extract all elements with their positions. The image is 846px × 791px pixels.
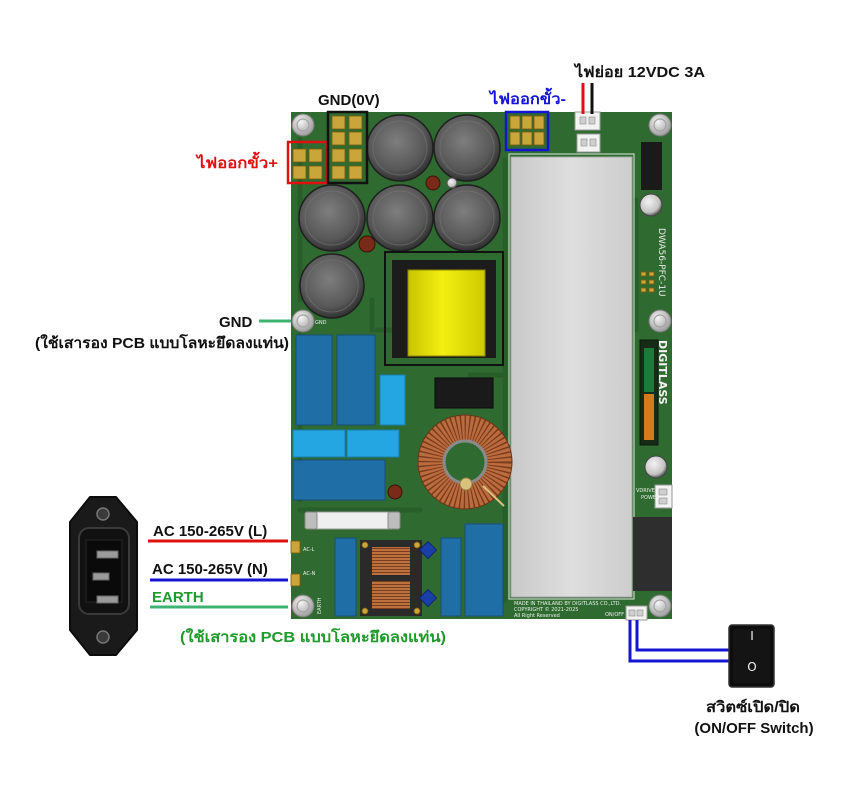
switch-on-mark: I <box>750 629 754 643</box>
film-capacitor <box>295 334 333 426</box>
silk-made-in: MADE IN THAILAND BY DIGITLASS CO.,LTD. <box>514 601 622 607</box>
switch-connector <box>625 605 648 621</box>
bulk-capacitor <box>366 184 434 252</box>
silk-vdrive: VDRIVE <box>636 488 655 494</box>
heatsink-silk-outline <box>508 153 635 600</box>
small-capacitor <box>446 177 458 189</box>
led-bar <box>639 339 659 446</box>
silk-ac-l: AC-L <box>303 547 315 553</box>
switch-wire-outer <box>628 620 729 663</box>
solder-pad <box>459 477 473 491</box>
silk-power: POWER <box>641 495 660 501</box>
output-positive-terminals <box>286 140 329 185</box>
aux-power-connector <box>574 111 601 131</box>
inlet-pin-earth <box>92 572 110 581</box>
ac-line-label: AC 150-265V (L) <box>153 523 267 540</box>
mounting-hole-top-left <box>291 113 315 137</box>
transformer <box>384 251 504 366</box>
silk-ac-n: AC-N <box>303 571 316 577</box>
film-capacitor <box>292 459 386 501</box>
mounting-hole-earth <box>291 594 315 618</box>
y-capacitor <box>418 588 438 608</box>
wires <box>148 83 729 663</box>
mounting-holes <box>291 113 672 618</box>
mounting-hole-top-right <box>648 113 672 137</box>
bulk-capacitor <box>298 184 366 252</box>
silk-copyright: COPYRIGHT © 2021-2025 <box>514 606 578 613</box>
vdrive-connector <box>654 484 673 509</box>
gnd-label: GND <box>219 314 253 331</box>
film-capacitor <box>440 537 462 617</box>
small-capacitor <box>425 175 441 191</box>
switch-label-en: (ON/OFF Switch) <box>694 720 813 737</box>
silk-brand: DIGITLASS <box>656 340 669 405</box>
regulator-ic <box>641 142 662 190</box>
rocker-switch-icon: I O <box>728 624 775 688</box>
switch-label-th: สวิตซ์เปิด/ปิด <box>706 698 800 716</box>
power-block <box>633 517 672 591</box>
smd-pads <box>640 271 655 293</box>
gnd-box <box>326 110 369 185</box>
aux-power-connector-2 <box>576 133 601 153</box>
inlet-screw-hole <box>96 630 110 644</box>
silk-gnd: GND <box>315 320 327 326</box>
gnd-note: (ใช้เสารอง PCB แบบโลหะยึดลงแท่น) <box>35 333 289 352</box>
inlet-screw-hole <box>96 507 110 521</box>
output-negative-box <box>504 110 550 152</box>
bulk-capacitor <box>433 184 501 252</box>
bulk-capacitor <box>366 114 434 182</box>
ac-neutral-label: AC 150-265V (N) <box>152 561 268 578</box>
silk-earth: EARTH <box>317 597 323 614</box>
small-capacitor <box>644 455 668 479</box>
ic-chip <box>434 377 494 409</box>
iec-c14-inlet-icon <box>69 496 138 656</box>
mounting-hole-gnd <box>291 309 315 333</box>
switch-wire-inner <box>635 620 729 652</box>
toroid-inductor <box>417 414 513 510</box>
small-capacitor <box>387 484 403 500</box>
output-negative-label: ไฟออกขั้ว- <box>488 87 566 108</box>
gnd-0v-label: GND(0V) <box>318 92 380 109</box>
pcb-board-group: DWA56-PFC-1U DIGITLASS MADE IN THAILAND … <box>286 110 673 621</box>
silk-on-off: ON/OFF <box>605 612 624 618</box>
mounting-hole-bottom-right <box>648 594 672 618</box>
earth-note: (ใช้เสารอง PCB แบบโลหะยึดลงแท่น) <box>180 627 446 646</box>
film-capacitor <box>292 429 346 458</box>
inlet-pin-line <box>96 550 119 559</box>
film-capacitor <box>379 374 406 426</box>
ac-l-pad <box>290 540 301 554</box>
film-capacitor <box>464 523 504 617</box>
bulk-capacitors <box>298 114 501 319</box>
transformer-core <box>407 269 486 357</box>
switch-off-mark: O <box>747 660 756 674</box>
ac-n-pad <box>290 573 301 587</box>
heatsink <box>510 156 633 598</box>
gnd-terminals <box>326 110 369 185</box>
bulk-capacitor <box>299 253 365 319</box>
small-capacitor <box>639 193 663 217</box>
fuse <box>304 511 401 530</box>
mounting-hole-mid-right <box>648 309 672 333</box>
earth-label: EARTH <box>152 589 204 606</box>
bulk-capacitor <box>433 114 501 182</box>
aux-supply-label: ไฟย่อย 12VDC 3A <box>573 62 705 81</box>
inlet-pin-neutral <box>96 595 119 604</box>
film-capacitor <box>334 537 357 617</box>
annotations: ไฟย่อย 12VDC 3A GND(0V) ไฟออกขั้ว- ไฟออก… <box>35 62 814 737</box>
silk-model: DWA56-PFC-1U <box>656 228 666 297</box>
film-capacitor <box>346 429 400 458</box>
small-capacitor <box>358 235 376 253</box>
silk-rights: All Right Reserved <box>514 613 560 619</box>
film-capacitor <box>336 334 376 426</box>
output-negative-terminals <box>504 110 550 152</box>
common-mode-choke <box>360 540 422 616</box>
y-capacitor <box>418 540 438 560</box>
output-positive-label: ไฟออกขั้ว+ <box>195 151 278 172</box>
